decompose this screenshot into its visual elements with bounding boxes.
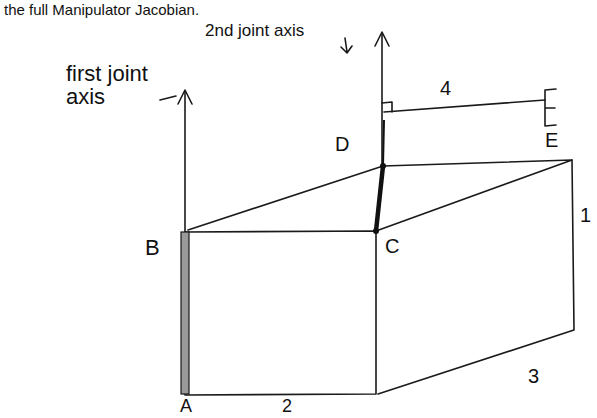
- dimension: 3: [528, 366, 539, 387]
- point-label: C: [385, 236, 399, 257]
- point-label: B: [145, 236, 160, 259]
- point-label: D: [335, 134, 349, 155]
- point-label: E: [545, 130, 558, 151]
- dimension: 2: [282, 397, 292, 416]
- dimension: 4: [440, 78, 451, 99]
- dimension: 1: [580, 205, 591, 226]
- axis-label: 2nd joint axis: [205, 22, 304, 40]
- axis-label: first joint axis: [66, 62, 166, 108]
- heading-note: the full Manipulator Jacobian.: [4, 2, 199, 18]
- point-label: A: [180, 397, 192, 416]
